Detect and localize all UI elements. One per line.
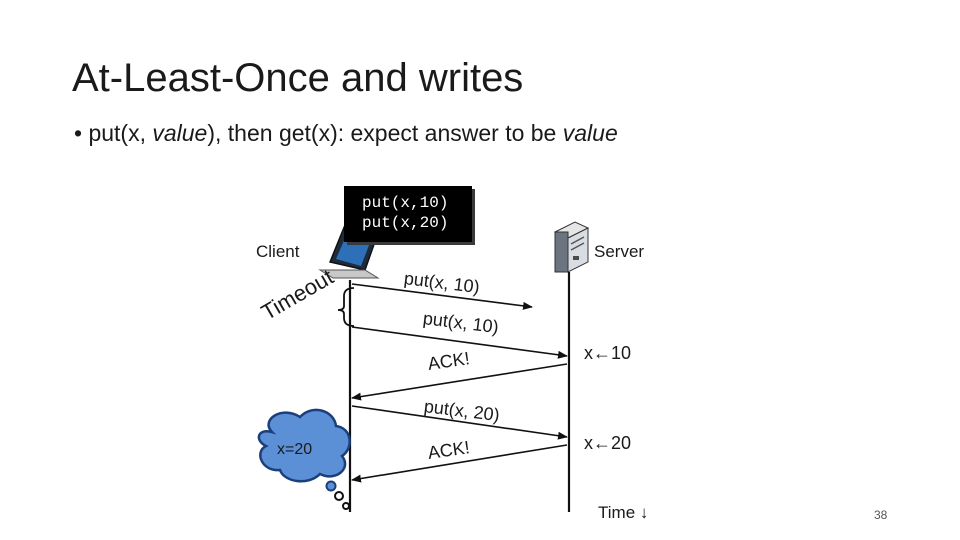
arrow-put-2	[351, 326, 568, 359]
client-plan-note	[344, 186, 472, 242]
arrow-ack-1	[351, 363, 568, 401]
client-label: Client	[256, 242, 300, 261]
client-plan-text: put(x,10) put(x,20)	[362, 194, 449, 232]
server-icon	[553, 221, 590, 273]
bullet-middle: ), then get(x): expect answer to be	[207, 120, 563, 146]
server-label: Server	[594, 242, 645, 261]
time-axis-label: Time ↓	[598, 503, 649, 522]
slide-title: At-Least-Once and writes	[72, 56, 524, 100]
arrow-ack-2	[351, 444, 568, 483]
bullet-point: • put(x, value), then get(x): expect ans…	[74, 120, 618, 147]
arrow-put-3	[351, 405, 568, 440]
server-state-1: x←10	[584, 343, 632, 363]
client-thought-text: x=20	[277, 441, 313, 458]
bullet-value-1: value	[152, 120, 208, 146]
timeout-brace	[337, 287, 355, 327]
arrow-put-1	[351, 283, 533, 310]
bullet-value-2: value	[562, 120, 618, 146]
bullet-prefix: • put(x,	[74, 120, 153, 146]
server-state-2: x←20	[584, 433, 632, 453]
page-number: 38	[874, 508, 888, 522]
thought-cloud	[257, 408, 351, 510]
